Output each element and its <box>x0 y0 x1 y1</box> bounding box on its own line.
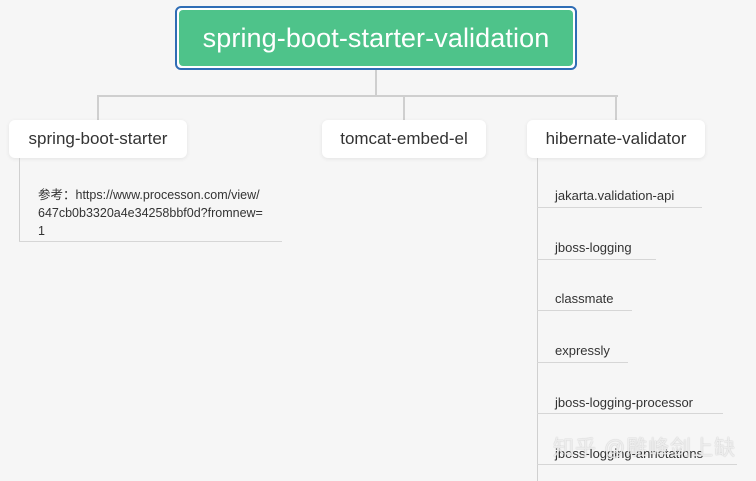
leaf-classmate[interactable]: classmate <box>555 291 614 306</box>
note-connector-vertical <box>19 158 20 242</box>
note-underline <box>19 241 282 242</box>
leaf-underline <box>537 362 628 363</box>
subtree-connector-vertical <box>537 158 538 481</box>
leaf-jakarta-validation-api[interactable]: jakarta.validation-api <box>555 188 675 203</box>
connector-child-1 <box>97 95 99 120</box>
leaf-underline <box>537 207 702 208</box>
connector-horizontal <box>97 95 618 97</box>
reference-note[interactable]: 参考：https://www.processon.com/view/647cb0… <box>38 188 263 238</box>
leaf-jboss-logging[interactable]: jboss-logging <box>555 240 632 255</box>
root-node[interactable]: spring-boot-starter-validation <box>175 6 577 70</box>
leaf-jboss-logging-annotations[interactable]: jboss-logging-annotations <box>555 446 704 461</box>
leaf-underline <box>537 310 632 311</box>
node-spring-boot-starter[interactable]: spring-boot-starter <box>9 120 187 158</box>
node-label: spring-boot-starter <box>28 129 168 148</box>
node-label: hibernate-validator <box>545 129 687 148</box>
leaf-underline <box>537 413 723 414</box>
root-node-label: spring-boot-starter-validation <box>179 10 573 66</box>
leaf-underline <box>537 464 737 465</box>
node-hibernate-validator[interactable]: hibernate-validator <box>527 120 705 158</box>
leaf-expressly[interactable]: expressly <box>555 343 610 358</box>
watermark: 知乎 @雕峰剑上缺 <box>553 437 737 460</box>
leaf-underline <box>537 259 656 260</box>
node-label: tomcat-embed-el <box>340 129 468 148</box>
connector-child-2 <box>403 95 405 120</box>
connector-child-3 <box>615 95 617 120</box>
leaf-jboss-logging-processor[interactable]: jboss-logging-processor <box>555 395 694 410</box>
node-tomcat-embed-el[interactable]: tomcat-embed-el <box>322 120 486 158</box>
connector-root-down <box>375 70 377 96</box>
